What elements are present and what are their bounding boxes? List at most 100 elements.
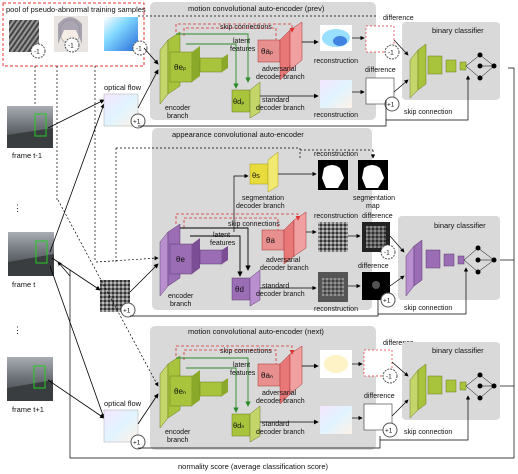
- branch-label: branch: [170, 301, 192, 308]
- standard-label: standard: [262, 283, 289, 290]
- segmentation-decoder: [249, 151, 279, 193]
- arrow-prev-flow: [47, 99, 105, 129]
- skip-crop-class-app: [130, 300, 379, 317]
- adversarial-label: adversarial: [262, 390, 297, 397]
- minus1-diff-next: [382, 368, 398, 384]
- pool-minus-label: -1: [68, 43, 74, 50]
- skip-to-class-app: [378, 267, 469, 315]
- decoder-app: [231, 269, 261, 307]
- dec-prev-symbol: θdₚ: [233, 97, 245, 106]
- nn-node-graph: [465, 52, 497, 81]
- features-label: features: [230, 46, 256, 53]
- adversarial-app: [261, 211, 307, 265]
- score-arrow-frame: [57, 261, 71, 277]
- arrow-cur-flow-next: [49, 265, 105, 419]
- arrow-diff-class-prev: [393, 39, 409, 56]
- module-prev-title: motion convolutional auto-encoder (prev): [188, 4, 325, 13]
- binary-classifier-label: binary classifier: [434, 221, 486, 230]
- pool-minus-1: [30, 43, 46, 59]
- diff-adv-app-texture: [366, 226, 386, 248]
- skip-std-prev-2: [186, 43, 239, 89]
- arrow-cur-flow-prev: [49, 103, 105, 253]
- enc-next-symbol: θeₙ: [174, 387, 186, 396]
- reconstruction-label: reconstruction: [314, 213, 358, 220]
- enc-app-symbol: θe: [176, 255, 185, 264]
- recon-std-prev: [320, 80, 352, 108]
- skip-adv-next: [175, 345, 295, 356]
- adversarial-prev: [257, 21, 303, 81]
- skip-connections-label-next: skip connections: [220, 348, 272, 355]
- plus1-diff-next: [382, 422, 398, 438]
- classifier-app: [405, 239, 465, 297]
- arrow-flow-enc-prev: [137, 69, 159, 109]
- plus1-crop-app: [120, 302, 136, 318]
- difference-label: difference: [358, 263, 389, 270]
- pool-minus-label: -1: [136, 46, 142, 53]
- skip-connections-label-prev: skip connections: [220, 24, 272, 31]
- latent-app-side: [222, 246, 228, 264]
- decoder-branch-label: decoder branch: [256, 291, 305, 298]
- recon-next-blob: [324, 355, 348, 373]
- recon-blob-core: [333, 36, 347, 46]
- module-app-box: [152, 128, 372, 310]
- skip-to-class-prev: [386, 75, 471, 121]
- arrow-cur-crop: [51, 257, 101, 291]
- minus1-diff-prev: [384, 44, 400, 60]
- plus1-label: +1: [385, 428, 393, 435]
- frame-dots-2: ⋮: [13, 325, 22, 335]
- skip-to-class-next: [380, 395, 471, 441]
- reconstruction-label: reconstruction: [314, 151, 358, 158]
- recon-std-next: [320, 406, 352, 434]
- adversarial-label: adversarial: [262, 66, 297, 73]
- plus1-label: +1: [133, 119, 141, 126]
- latent-label: latent: [233, 362, 250, 369]
- frame-prev: [7, 106, 53, 148]
- diff-std-app-spot: [372, 281, 380, 289]
- difference-label: difference: [365, 67, 396, 74]
- skip-std-prev: [176, 33, 251, 83]
- seg-map-shape: [362, 165, 384, 188]
- decoder-next: [231, 405, 261, 443]
- arrow-diff-class-next-2: [391, 399, 409, 417]
- skip-connection-label: skip connection: [404, 429, 452, 436]
- reconstruction-label: reconstruction: [314, 306, 358, 313]
- pool-title: pool of pseudo-abnormal training samples: [6, 5, 146, 14]
- binary-classifier-label: binary classifier: [432, 346, 484, 355]
- encoder-prev: [159, 31, 200, 105]
- plus1-flow-next: [130, 434, 146, 450]
- difference-label: difference: [383, 340, 414, 347]
- features-label: features: [210, 240, 236, 247]
- recon-adv-app: [318, 222, 348, 252]
- plus1-label: +1: [123, 308, 131, 315]
- dec-app-symbol: θd: [235, 285, 244, 294]
- decoder-branch-label: decoder branch: [260, 265, 309, 272]
- decoder-prev: [231, 81, 261, 119]
- plus1-label: +1: [387, 102, 395, 109]
- recon-seg-shape: [322, 165, 344, 188]
- optical-flow-label-prev: optical flow: [104, 83, 142, 92]
- normality-score-label: normality score (average classification …: [178, 462, 329, 471]
- module-next-title: motion convolutional auto-encoder (next): [188, 327, 324, 336]
- segmentation-label: segmentation: [242, 195, 284, 202]
- frame-cur-label: frame t: [12, 280, 36, 289]
- dashed-app-top: [116, 147, 301, 158]
- arrow-diff-class-app: [389, 235, 405, 253]
- binary-classifier-label: binary classifier: [432, 26, 484, 35]
- decoder-branch-label: decoder branch: [256, 398, 305, 405]
- branch-label: branch: [167, 113, 189, 120]
- frame-next: [7, 357, 53, 401]
- classifier-next: [409, 363, 467, 419]
- latent-next-side: [222, 378, 228, 396]
- standard-label: standard: [262, 97, 289, 104]
- plus1-label: +1: [383, 298, 391, 305]
- pool-minus-2: [64, 37, 80, 53]
- frame-cur: [8, 232, 54, 276]
- frame-dots-1: ⋮: [13, 203, 22, 213]
- latent-app: [199, 249, 223, 265]
- skip-adv-app: [175, 213, 301, 224]
- minus1-label: -1: [384, 250, 390, 257]
- minus1-label: -1: [386, 374, 392, 381]
- latent-prev-side: [222, 54, 228, 72]
- skip-adv-prev-2: [183, 27, 277, 40]
